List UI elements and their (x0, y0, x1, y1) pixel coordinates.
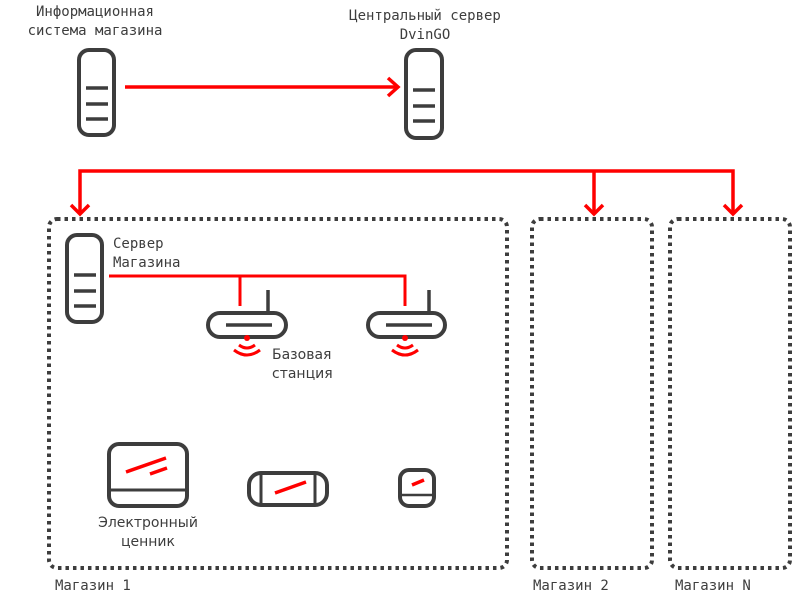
store-n-label: Магазин N (675, 578, 751, 594)
store-1-box (47, 217, 509, 570)
central-server-label: Центральный сервер DvinGO (349, 8, 501, 43)
central-server-icon (404, 48, 444, 140)
arrowhead-store-2 (583, 203, 605, 217)
store-1-label: Магазин 1 (55, 578, 131, 594)
distribution-arrows (69, 169, 744, 217)
store-n-box (668, 217, 792, 570)
arrow-info-to-central (125, 76, 401, 98)
price-tag-medium-icon (247, 471, 329, 507)
store-2-label: Магазин 2 (533, 578, 609, 594)
arrowhead-store-n (722, 203, 744, 217)
network-line (109, 274, 407, 306)
base-station-2-icon (366, 290, 447, 357)
store-server-label: Сервер Магазина (113, 236, 181, 271)
store-server-icon (65, 233, 104, 324)
base-station-label: Базовая станция (272, 347, 333, 382)
price-tag-label: Электронный ценник (98, 515, 198, 550)
info-system-label: Информационная система магазина (27, 4, 163, 39)
base-station-1-icon (206, 290, 288, 357)
arrowhead-store-1 (69, 203, 91, 217)
price-tag-large-icon (107, 442, 189, 508)
info-system-server-icon (77, 48, 116, 137)
price-tag-small-icon (398, 468, 436, 508)
store-2-box (530, 217, 654, 570)
